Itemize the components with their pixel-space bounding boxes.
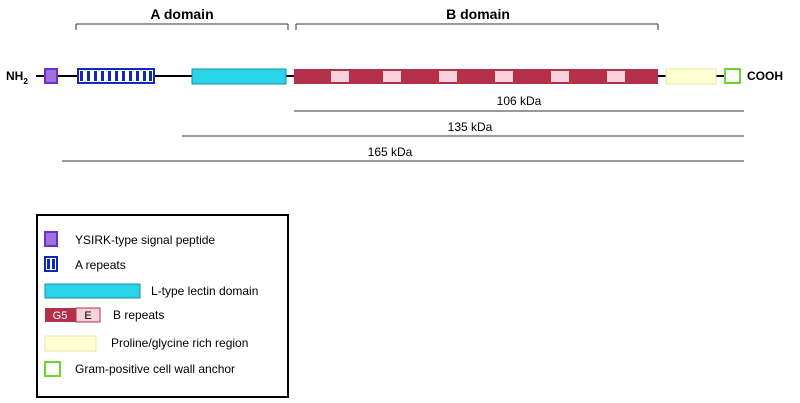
legend-lectin-swatch [44, 283, 141, 299]
legend-item-b-repeats: G5 E B repeats [45, 307, 164, 323]
legend-lectin-label: L-type lectin domain [151, 284, 258, 298]
b-domain-bracket [295, 23, 659, 30]
legend-a-repeats-label: A repeats [75, 258, 126, 272]
lectin-domain-block [191, 68, 287, 85]
c-terminus-label: COOH [747, 69, 783, 83]
signal-peptide-block [44, 68, 58, 84]
legend-a-repeats-swatch [44, 256, 58, 272]
legend-b-repeats-label: B repeats [113, 308, 164, 322]
cell-wall-anchor-block [724, 68, 741, 84]
legend-g5-label: G5 [53, 310, 68, 322]
a-domain-title: A domain [150, 6, 213, 22]
fragment-135-label: 135 kDa [448, 120, 493, 134]
fragment-106-label: 106 kDa [497, 94, 542, 108]
legend-cell-wall-anchor-swatch [44, 361, 61, 377]
legend-g5-swatch [45, 308, 76, 322]
legend-box [36, 214, 289, 398]
legend-signal-peptide-swatch [44, 231, 58, 247]
b-repeats-block [294, 69, 658, 84]
legend-item-a-repeats: A repeats [44, 256, 126, 272]
proline-glycine-block [665, 68, 717, 85]
a-repeats-block [77, 68, 155, 84]
legend-proline-glycine-label: Proline/glycine rich region [111, 336, 248, 350]
legend-e-swatch [75, 307, 101, 323]
legend-cell-wall-anchor-label: Gram-positive cell wall anchor [75, 362, 235, 376]
legend-item-signal-peptide: YSIRK-type signal peptide [44, 231, 215, 247]
legend-proline-glycine-swatch [44, 335, 97, 352]
legend-item-cell-wall-anchor: Gram-positive cell wall anchor [44, 361, 235, 377]
fragment-165-label: 165 kDa [368, 145, 413, 159]
legend-signal-peptide-label: YSIRK-type signal peptide [75, 233, 215, 247]
b-domain-title: B domain [446, 6, 510, 22]
legend-item-proline-glycine: Proline/glycine rich region [44, 335, 248, 352]
legend-item-lectin: L-type lectin domain [44, 283, 258, 299]
n-terminus-label: NH2 [6, 69, 28, 86]
legend-e-label: E [84, 310, 91, 322]
a-domain-bracket [75, 23, 289, 30]
